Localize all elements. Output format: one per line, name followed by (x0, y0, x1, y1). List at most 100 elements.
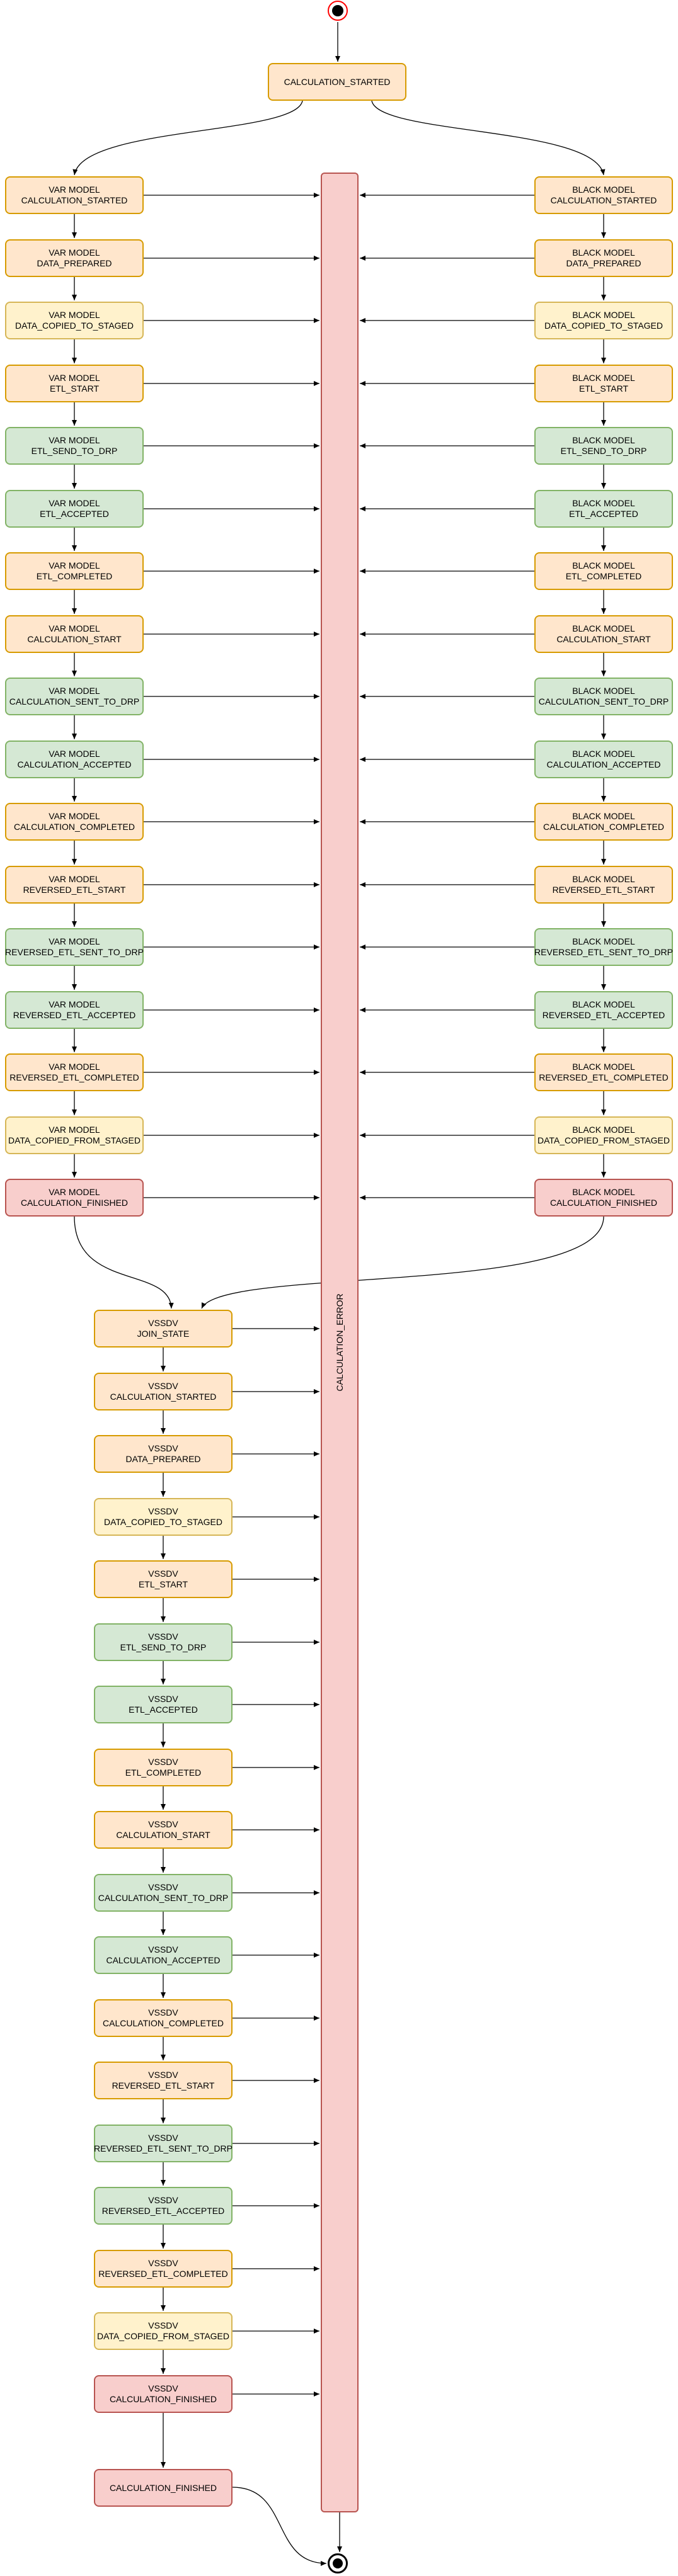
state-group-label: VAR MODEL (49, 1062, 100, 1072)
state-name-label: CALCULATION_COMPLETED (543, 822, 664, 832)
state-group-label: VSSDV (148, 2320, 178, 2330)
state-group-label: BLACK MODEL (572, 749, 635, 759)
state-group-label: VSSDV (148, 1381, 178, 1391)
state-name-label: CALCULATION_START (27, 634, 122, 644)
state-name-label: ETL_COMPLETED (125, 1767, 202, 1778)
state-group-label: VAR MODEL (49, 1187, 100, 1197)
state-group-label: VAR MODEL (49, 811, 100, 821)
state-name-label: REVERSED_ETL_ACCEPTED (542, 1010, 665, 1020)
state-name-label: REVERSED_ETL_ACCEPTED (13, 1010, 136, 1020)
state-group-label: VAR MODEL (49, 936, 100, 946)
state-name-label: CALCULATION_ACCEPTED (17, 759, 132, 769)
state-group-label: BLACK MODEL (572, 373, 635, 383)
final-node-label: CALCULATION_FINISHED (109, 2482, 217, 2493)
state-name-label: CALCULATION_FINISHED (20, 1198, 129, 1208)
transition-arrow-107 (232, 2487, 327, 2566)
state-group-label: VSSDV (148, 1944, 178, 1955)
state-group-label: BLACK MODEL (572, 999, 635, 1009)
state-group-label: VAR MODEL (49, 310, 100, 320)
state-group-label: VAR MODEL (49, 373, 100, 383)
state-group-label: BLACK MODEL (572, 936, 635, 946)
calculation-error-label: CALCULATION_ERROR (335, 1293, 345, 1392)
state-group-label: VSSDV (148, 1318, 178, 1328)
state-name-label: ETL_SEND_TO_DRP (120, 1642, 207, 1652)
state-name-label: ETL_START (138, 1579, 188, 1589)
state-name-label: REVERSED_ETL_ACCEPTED (101, 2206, 225, 2216)
state-name-label: CALCULATION_SENT_TO_DRP (9, 696, 140, 706)
state-name-label: REVERSED_ETL_START (112, 2080, 215, 2091)
transition-arrow-1 (72, 100, 303, 176)
state-group-label: VAR MODEL (49, 623, 100, 633)
state-group-label: BLACK MODEL (572, 686, 635, 696)
state-group-label: VAR MODEL (49, 498, 100, 508)
state-name-label: ETL_ACCEPTED (40, 509, 109, 519)
state-group-label: VSSDV (148, 1819, 178, 1829)
state-name-label: REVERSED_ETL_START (23, 885, 126, 895)
state-name-label: DATA_COPIED_TO_STAGED (103, 1517, 222, 1527)
state-group-label: VSSDV (148, 2258, 178, 2268)
state-name-label: DATA_COPIED_FROM_STAGED (537, 1135, 670, 1145)
transition-arrow-2 (371, 100, 606, 176)
state-group-label: VAR MODEL (49, 749, 100, 759)
state-group-label: VSSDV (148, 2133, 178, 2143)
final-calculation-finished-node: CALCULATION_FINISHED (94, 2469, 233, 2507)
state-group-label: BLACK MODEL (572, 1062, 635, 1072)
state-name-label: REVERSED_ETL_COMPLETED (9, 1072, 139, 1082)
state-name-label: CALCULATION_COMPLETED (14, 822, 135, 832)
state-name-label: CALCULATION_SENT_TO_DRP (98, 1893, 229, 1903)
initial-state (328, 1, 348, 21)
state-group-label: VSSDV (148, 2195, 178, 2205)
state-group-label: VAR MODEL (49, 1125, 100, 1135)
final-state (328, 2553, 348, 2573)
state-group-label: BLACK MODEL (572, 184, 635, 195)
state-name-label: DATA_COPIED_FROM_STAGED (96, 2331, 230, 2341)
state-group-label: VSSDV (148, 1882, 178, 1892)
state-name-label: ETL_ACCEPTED (129, 1705, 198, 1715)
state-group-label: BLACK MODEL (572, 310, 635, 320)
state-group-label: VSSDV (148, 1757, 178, 1767)
state-name-label: CALCULATION_ACCEPTED (546, 759, 661, 769)
start-node-label: CALCULATION_STARTED (284, 76, 391, 87)
state-group-label: VSSDV (148, 1506, 178, 1516)
state-group-label: VSSDV (148, 2070, 178, 2080)
state-name-label: CALCULATION_STARTED (21, 195, 128, 205)
state-name-label: CALCULATION_FINISHED (549, 1198, 658, 1208)
state-name-label: ETL_SEND_TO_DRP (560, 446, 647, 456)
state-name-label: REVERSED_ETL_SENT_TO_DRP (5, 947, 144, 957)
state-name-label: REVERSED_ETL_SENT_TO_DRP (534, 947, 673, 957)
start-node: CALCULATION_STARTED (268, 63, 406, 101)
state-group-label: VSSDV (148, 2007, 178, 2017)
state-name-label: CALCULATION_SENT_TO_DRP (538, 696, 669, 706)
state-group-label: BLACK MODEL (572, 435, 635, 445)
state-name-label: ETL_START (49, 383, 100, 394)
state-group-label: VAR MODEL (49, 874, 100, 884)
state-group-label: VSSDV (148, 2383, 178, 2393)
state-name-label: CALCULATION_START (116, 1830, 210, 1840)
state-group-label: BLACK MODEL (572, 498, 635, 508)
state-name-label: REVERSED_ETL_SENT_TO_DRP (94, 2143, 233, 2153)
state-group-label: VAR MODEL (49, 560, 100, 570)
state-group-label: BLACK MODEL (572, 247, 635, 258)
